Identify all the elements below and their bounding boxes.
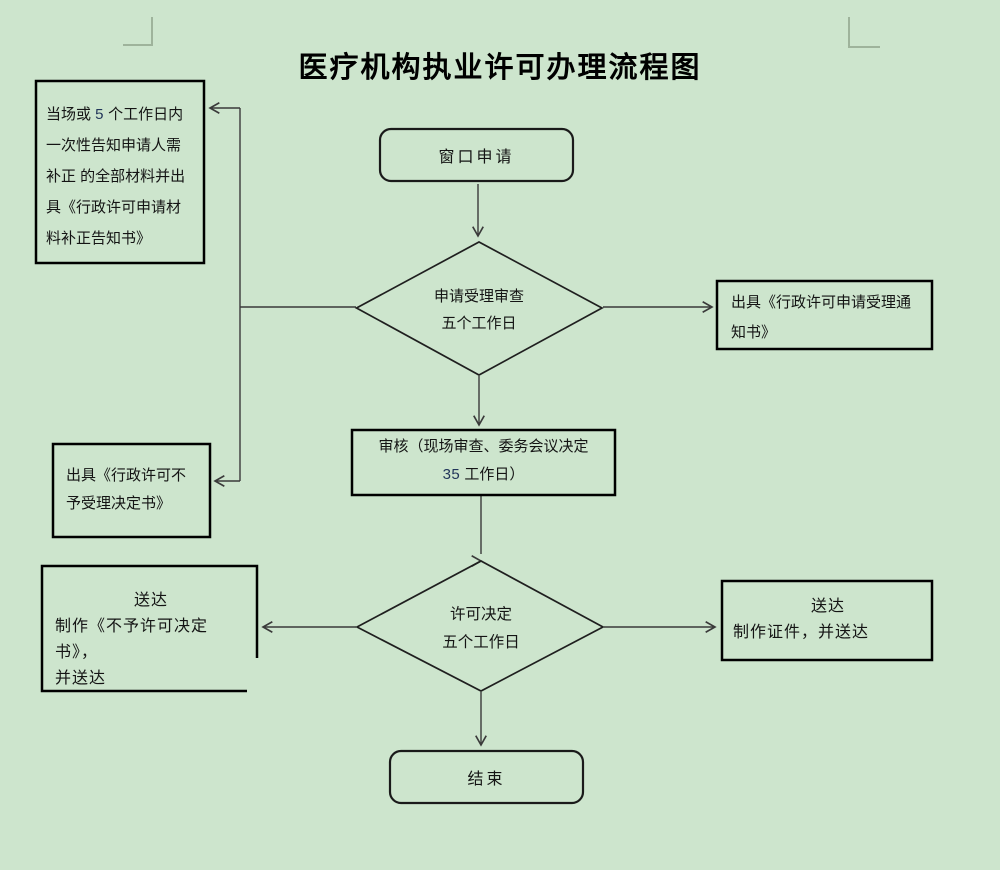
notice-box-line4: 具《行政许可申请材 xyxy=(46,199,182,216)
decision1-line1: 申请受理审查 xyxy=(433,288,524,305)
end-node-label: 结束 xyxy=(467,771,506,788)
grant-deliver-line2: 制作证件，并送达 xyxy=(733,624,870,641)
reject-line1: 出具《行政许可不 xyxy=(66,467,187,484)
review-number: 35 xyxy=(442,466,461,483)
notice-box-outline xyxy=(34,79,206,265)
decision1-diamond-outline xyxy=(354,241,604,376)
reject-box-outline xyxy=(51,442,212,539)
notice-box-line2: 一次性告知申请人需 xyxy=(46,137,182,154)
grant-deliver-box-outline xyxy=(720,579,934,662)
notice-box-number: 5 xyxy=(95,106,105,123)
reject-line2: 予受理决定书》 xyxy=(66,495,172,512)
deny-deliver-text: 送达 制作《不予许可决定书》， 并送达 xyxy=(55,588,247,692)
deny-deliver-line1: 送达 xyxy=(133,592,168,609)
page-title: 医疗机构执业许可办理流程图 xyxy=(298,52,702,84)
review-box-text: 审核（现场审查、委务会议决定 35 工作日） xyxy=(352,433,615,489)
review-line1: 审核（现场审查、委务会议决定 xyxy=(378,438,589,455)
decision2-label: 许可决定 五个工作日 xyxy=(381,601,581,657)
connector-decision1-left-trunk xyxy=(239,108,356,481)
accept-notice-text: 出具《行政许可申请受理通 知书》 xyxy=(731,288,929,348)
decision1-label: 申请受理审查 五个工作日 xyxy=(379,283,579,337)
notice-box-line1: 当场或 5 个工作日内 xyxy=(46,106,184,123)
notice-box-line3: 补正 的全部材料并出 xyxy=(46,168,186,185)
deny-deliver-line2: 制作《不予许可决定书》， xyxy=(55,618,209,661)
end-node-outline xyxy=(388,749,585,805)
accept-notice-line2: 知书》 xyxy=(731,324,777,341)
reject-box-text: 出具《行政许可不 予受理决定书》 xyxy=(66,462,206,518)
notice-box-line5: 料补正告知书》 xyxy=(46,230,152,247)
review-box-outline xyxy=(350,428,617,497)
page-corner-mark-left xyxy=(123,17,153,46)
decision1-line2: 五个工作日 xyxy=(441,315,517,332)
grant-deliver-text: 送达 制作证件，并送达 xyxy=(733,594,923,646)
accept-notice-box-outline xyxy=(715,279,934,351)
decision2-line2: 五个工作日 xyxy=(442,634,520,651)
decision2-diamond-outline xyxy=(355,560,605,692)
accept-notice-line1: 出具《行政许可申请受理通 xyxy=(731,294,912,311)
start-node-label: 窗口申请 xyxy=(438,149,515,166)
notice-box-text: 当场或 5 个工作日内 一次性告知申请人需 补正 的全部材料并出 具《行政许可申… xyxy=(46,99,201,254)
start-node-outline xyxy=(378,127,575,183)
decision2-line1: 许可决定 xyxy=(449,606,512,623)
review-line2: 35 工作日） xyxy=(442,466,525,483)
page-corner-mark-right xyxy=(848,17,880,48)
grant-deliver-line1: 送达 xyxy=(810,598,845,615)
deny-deliver-box-outline xyxy=(40,564,259,693)
deny-deliver-line3: 并送达 xyxy=(55,670,107,687)
